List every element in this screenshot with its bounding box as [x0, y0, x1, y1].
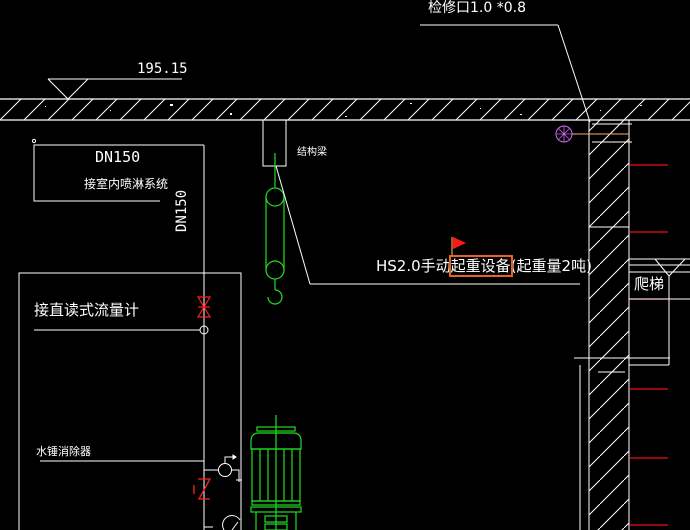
sprinkler-connection-box [31, 138, 204, 202]
access-opening-leader [420, 24, 591, 123]
ladder-label: 爬梯 [634, 275, 665, 293]
hoist-leader [275, 165, 580, 285]
water-hammer-label: 水锤消除器 [36, 445, 91, 458]
pump-motor [250, 415, 302, 530]
pipe-size-label: DN150 [95, 148, 141, 166]
pipe-size-vertical-label: DN150 [174, 189, 190, 232]
flow-meter-label: 接直读式流量计 [34, 301, 140, 319]
roof-slab [0, 98, 690, 121]
hoist-model-text: HS2.0手动 [376, 257, 451, 275]
hoist-highlighted-text[interactable]: 起重设备 [448, 255, 513, 277]
elevation-label: 195.15 [137, 61, 188, 77]
sprinkler-system-label: 接室内喷淋系统 [84, 177, 169, 191]
gate-valve-icon [196, 296, 212, 318]
flow-meter-box [18, 272, 242, 530]
flag-marker-icon [451, 237, 466, 256]
structural-beam-label: 结构梁 [297, 147, 327, 158]
access-opening-label: 检修口1.0 *0.8 [428, 0, 526, 16]
hoist-label: HS2.0手动起重设备(起重量2吨) [376, 255, 592, 277]
right-wall [574, 120, 670, 530]
check-valve-icon [193, 478, 212, 500]
hoist-capacity-text: (起重量2吨) [510, 257, 592, 275]
manual-hoist [265, 153, 285, 305]
elevation-marker [47, 78, 182, 100]
drain-symbol [555, 125, 629, 143]
ladder [629, 258, 690, 366]
water-hammer-arrester [40, 454, 242, 530]
wall-dimension-ticks [630, 164, 668, 526]
